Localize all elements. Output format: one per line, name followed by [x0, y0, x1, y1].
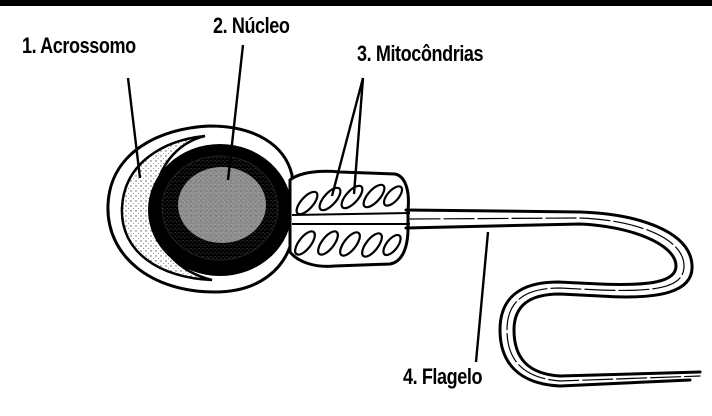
top-border-bar [0, 0, 712, 6]
flagellum [406, 210, 700, 386]
leader-flagelo [476, 232, 488, 362]
label-flagelo: 4. Flagelo [403, 364, 482, 390]
label-mitocondrias: 3. Mitocôndrias [357, 41, 483, 67]
nucleus-texture [178, 167, 266, 243]
label-nucleo: 2. Núcleo [213, 13, 290, 39]
label-acrossomo: 1. Acrossomo [22, 33, 136, 59]
